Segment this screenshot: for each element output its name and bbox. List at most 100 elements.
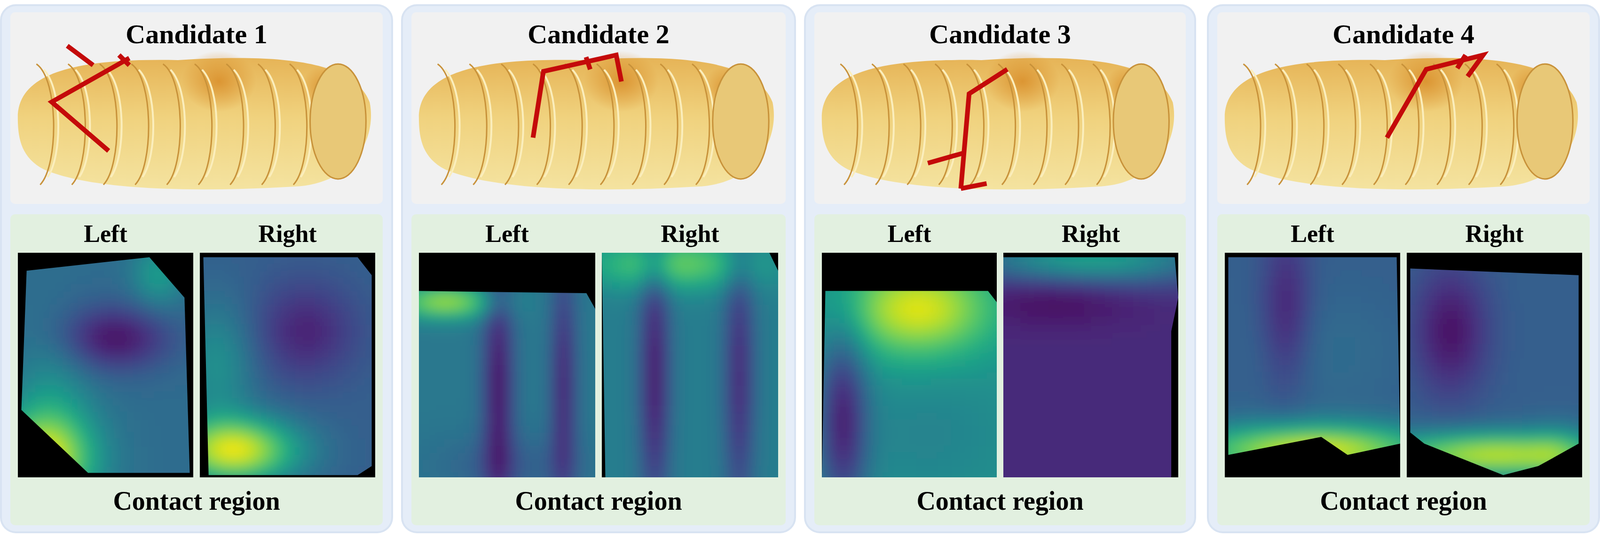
heatmap-cell xyxy=(182,237,191,245)
heatmap-cell xyxy=(126,250,134,258)
heatmap-cell xyxy=(273,385,282,393)
heatmap-cell xyxy=(161,439,170,447)
heatmap-cell xyxy=(217,230,225,238)
heatmap-cell xyxy=(98,385,107,393)
heatmap-cell xyxy=(266,324,275,332)
heatmap-cell xyxy=(56,250,64,258)
heatmap-cell xyxy=(21,331,29,339)
heatmap-cell xyxy=(189,405,198,413)
heatmap-cell xyxy=(175,432,184,440)
heatmap-cell xyxy=(343,378,352,387)
heatmap-cell xyxy=(10,237,16,245)
heatmap-cell xyxy=(21,237,29,245)
heatmap-cell xyxy=(21,432,29,440)
heatmap-cell xyxy=(371,291,380,299)
heatmap-cell xyxy=(343,230,352,238)
heatmap-cell xyxy=(14,472,23,481)
heatmap-cell xyxy=(126,311,134,319)
heatmap-cell xyxy=(112,257,120,265)
heatmap-cell xyxy=(182,304,191,312)
heatmap-cell xyxy=(112,270,120,278)
heatmap-cell xyxy=(140,250,149,258)
heatmap-cell xyxy=(364,324,373,332)
heatmap-cell xyxy=(238,378,246,387)
heatmap-cell xyxy=(63,291,71,299)
heatmap-cell xyxy=(217,250,225,258)
heatmap-cell xyxy=(364,405,373,413)
heatmap-cell xyxy=(182,257,191,265)
heatmap-cell xyxy=(224,371,232,379)
heatmap-cell xyxy=(364,291,373,299)
heatmap-cell xyxy=(98,419,107,427)
heatmap-cell xyxy=(273,284,282,292)
heatmap-cell xyxy=(161,230,170,238)
heatmap-cell xyxy=(63,493,71,501)
heatmap-cell xyxy=(189,257,198,265)
heatmap-cell xyxy=(14,466,23,474)
heatmap-cell xyxy=(21,425,29,434)
heatmap-cell xyxy=(28,230,36,238)
heatmap-cell xyxy=(217,392,225,400)
heatmap-cell xyxy=(259,412,268,420)
heatmap-cell xyxy=(133,331,142,339)
heatmap-cell xyxy=(119,378,127,387)
heatmap-cell xyxy=(161,358,170,366)
heatmap-cell xyxy=(217,371,225,379)
heatmap-cell xyxy=(182,311,191,319)
heatmap-cell xyxy=(217,304,225,312)
heatmap-cell xyxy=(140,351,149,359)
heatmap-cell xyxy=(217,264,225,272)
heatmap-cell xyxy=(336,331,345,339)
heatmap-cell xyxy=(196,345,205,353)
heatmap-cell xyxy=(182,244,190,252)
heatmap-cell xyxy=(343,385,352,393)
heatmap-cell xyxy=(63,419,71,427)
heatmap-cell xyxy=(245,270,253,278)
heatmap-cell xyxy=(35,284,43,292)
heatmap-cell xyxy=(98,466,107,474)
heatmap-cell xyxy=(77,250,86,258)
heatmap-cell xyxy=(196,399,205,407)
heatmap-cell xyxy=(28,284,36,292)
heatmap-cell xyxy=(294,358,302,366)
heatmap-cell xyxy=(91,392,100,400)
heatmap-cell xyxy=(161,257,170,265)
heatmap-cell xyxy=(182,412,191,420)
heatmap-layer xyxy=(10,214,383,526)
heatmap-cell xyxy=(133,298,142,306)
heatmap-cell xyxy=(112,466,120,474)
heatmap-cell xyxy=(63,244,71,252)
heatmap-cell xyxy=(84,284,93,292)
heatmap-cell xyxy=(315,351,324,359)
heatmap-cell xyxy=(10,230,16,238)
heatmap-cell xyxy=(210,318,218,326)
heatmap-cell xyxy=(77,331,86,339)
heatmap-cell xyxy=(126,244,134,252)
heatmap-cell xyxy=(196,385,205,393)
heatmap-cell xyxy=(161,237,170,245)
heatmap-cell xyxy=(84,425,93,434)
heatmap-cell xyxy=(10,472,16,481)
heatmap-cell xyxy=(70,311,79,319)
heatmap-cell xyxy=(182,466,191,474)
heatmap-cell xyxy=(133,284,142,292)
heatmap-cell xyxy=(28,244,36,252)
heatmap-cell xyxy=(329,257,338,265)
heatmap-cell xyxy=(182,351,190,359)
heatmap-cell xyxy=(98,257,107,265)
heatmap-cell xyxy=(224,358,232,366)
heatmap-cell xyxy=(28,351,36,359)
heatmap-cell xyxy=(154,338,163,346)
heatmap-cell xyxy=(77,257,86,265)
heatmap-cell xyxy=(217,378,225,387)
heatmap-cell xyxy=(308,371,316,379)
heatmap-cell xyxy=(14,318,23,326)
heatmap-cell xyxy=(189,298,198,306)
heatmap-cell xyxy=(231,298,239,306)
heatmap-cell xyxy=(161,318,170,326)
heatmap-cell xyxy=(224,250,232,258)
heatmap-cell xyxy=(77,318,86,326)
heatmap-cell xyxy=(98,358,107,366)
heatmap-cell xyxy=(238,338,246,346)
heatmap-cell xyxy=(147,358,156,366)
